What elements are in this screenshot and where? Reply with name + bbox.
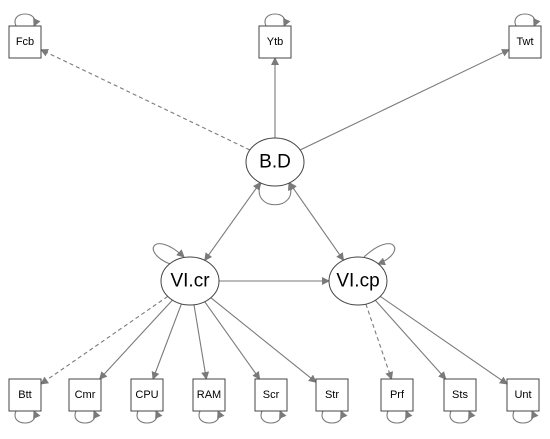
edge-bd-vicp <box>288 181 345 262</box>
self-loop-btt <box>14 410 41 424</box>
self-loop-cmr <box>74 410 101 424</box>
self-loop-vicp <box>363 243 396 266</box>
edge-bd-twt <box>299 49 510 151</box>
node-label: Scr <box>263 389 280 401</box>
self-loop-prf <box>386 410 413 424</box>
node-label: VI.cr <box>170 271 210 292</box>
node-label: Btt <box>18 389 31 401</box>
observed-box <box>443 378 477 412</box>
self-loop-cpu <box>136 410 163 424</box>
observed-box <box>315 378 349 412</box>
observed-box <box>508 25 542 59</box>
node-ytb: Ytb <box>258 25 292 59</box>
node-vicp: VI.cp <box>328 256 388 306</box>
node-vicr: VI.cr <box>160 256 220 306</box>
observed-box <box>8 25 42 59</box>
node-label: Cmr <box>75 389 96 401</box>
node-sts: Sts <box>443 378 477 412</box>
node-label: Twt <box>516 36 533 48</box>
node-label: B.D <box>259 152 291 173</box>
edge-vicr-ram <box>193 304 210 380</box>
node-label: Sts <box>452 389 468 401</box>
node-str: Str <box>315 378 349 412</box>
observed-box <box>254 378 288 412</box>
edge-vicp-unt <box>379 295 508 385</box>
self-loop-sts <box>449 410 476 424</box>
observed-box <box>506 378 540 412</box>
node-cmr: Cmr <box>68 378 102 412</box>
node-label: Prf <box>390 389 405 401</box>
self-loop-unt <box>512 410 539 424</box>
self-loop-ram <box>198 410 225 424</box>
self-loop-scr <box>260 410 287 424</box>
observed-box <box>192 378 226 412</box>
node-label: CPU <box>135 389 158 401</box>
edge-bd-fcb <box>40 49 251 151</box>
observed-box <box>8 378 42 412</box>
node-unt: Unt <box>506 378 540 412</box>
edge-vicr-cpu <box>151 303 182 380</box>
node-cpu: CPU <box>130 378 164 412</box>
node-label: Str <box>325 389 339 401</box>
edges-layer <box>40 49 510 385</box>
self-loop-twt <box>514 13 541 27</box>
node-label: VI.cp <box>336 271 379 292</box>
observed-box <box>130 378 164 412</box>
edge-vicr-scr <box>204 301 261 380</box>
edge-vicr-btt <box>40 295 169 385</box>
node-label: Ytb <box>267 36 284 48</box>
observed-box <box>380 378 414 412</box>
node-bd: B.D <box>245 137 305 187</box>
edge-vicr-str <box>210 297 317 383</box>
observed-box <box>258 25 292 59</box>
node-ram: RAM <box>192 378 226 412</box>
observed-box <box>68 378 102 412</box>
edge-vicp-sts <box>374 299 447 380</box>
node-fcb: Fcb <box>8 25 42 59</box>
edge-vicr-cmr <box>99 299 173 380</box>
node-btt: Btt <box>8 378 42 412</box>
self-loop-ytb <box>264 13 291 27</box>
node-scr: Scr <box>254 378 288 412</box>
self-loops-layer <box>14 13 541 424</box>
node-label: Unt <box>514 389 531 401</box>
self-loop-str <box>321 410 348 424</box>
node-label: Fcb <box>16 36 34 48</box>
latent-ellipse <box>328 256 388 306</box>
latent-ellipse <box>245 137 305 187</box>
node-prf: Prf <box>380 378 414 412</box>
self-loop-fcb <box>14 13 41 27</box>
edge-vicp-prf <box>365 303 394 380</box>
self-loop-vicr <box>152 243 185 265</box>
edge-bd-vicr <box>204 181 261 262</box>
node-label: RAM <box>197 389 221 401</box>
node-twt: Twt <box>508 25 542 59</box>
latent-ellipse <box>160 256 220 306</box>
self-loop-bd <box>258 182 296 206</box>
